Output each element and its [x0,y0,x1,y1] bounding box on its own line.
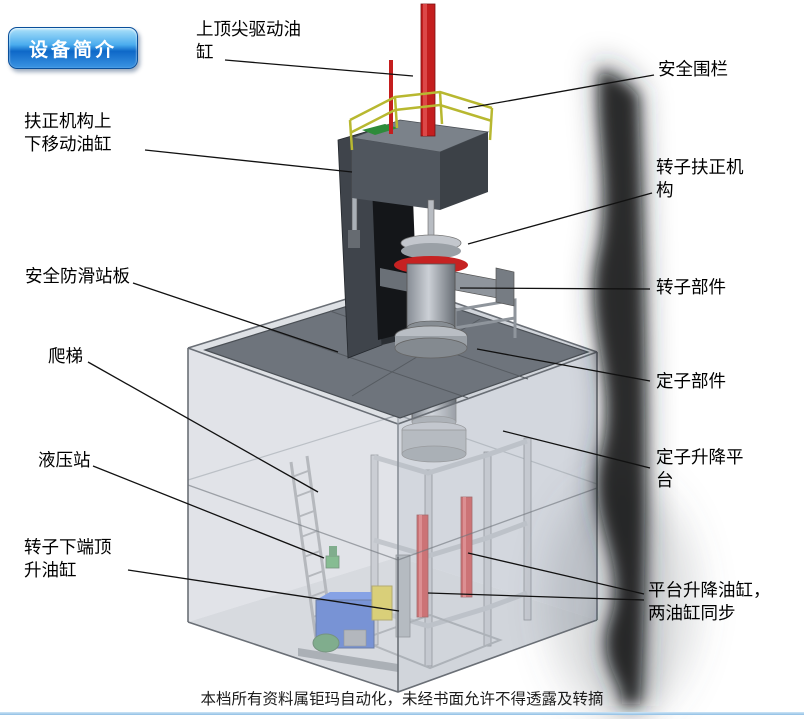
footer-note: 本档所有资料属钜玛自动化，未经书面允许不得透露及转摘 [200,691,604,708]
leader-rotor-part [459,287,651,290]
label-ladder: 爬梯 [48,346,83,366]
label-rotor-part: 转子部件 [656,277,726,297]
leader-upper-tip-cylinder [224,59,414,77]
title-badge: 设备简介 [8,27,138,69]
label-upper-tip-cylinder: 上顶尖驱动油 缸 [196,19,301,62]
rotor-bottom-jack-cylinder [395,554,411,638]
stator-lift-platform-frame [359,437,532,670]
leader-centering-cylinder [144,149,353,173]
label-rotor-centering: 转子扶正机 构 [656,157,744,200]
safety-fence-railing [348,90,494,151]
leader-hydraulic-station [92,465,325,559]
leader-lines [87,59,655,612]
label-safety-fence: 安全围栏 [658,59,728,79]
hydraulic-station [298,546,398,672]
label-hydraulic-station: 液压站 [38,450,91,470]
shadow-smoke [547,58,697,719]
footer-divider [0,712,804,715]
leader-lift-cylinder-1 [467,552,645,595]
leader-ladder [87,361,319,493]
leader-rotor-centering [467,192,653,245]
platform-lift-red-cylinders [416,496,473,618]
label-platform-lift-cylinders: 平台升降油缸， 两油缸同步 [648,580,771,623]
leader-safety-fence [467,74,655,109]
leader-lift-cylinder-2 [427,592,645,601]
leader-antislip-plate [132,282,339,353]
leader-bottom-jack [127,569,400,612]
label-bottom-jack-cylinder: 转子下端顶 升油缸 [24,537,112,580]
label-stator-platform: 定子升降平 台 [656,447,744,490]
leader-stator-platform [502,430,651,469]
label-centering-cylinder: 扶正机构上 下移动油缸 [24,111,112,154]
upper-tip-drive-cylinder [389,3,436,137]
rotor-assembly [380,199,515,359]
head-assembly [350,119,490,210]
label-stator-part: 定子部件 [656,371,726,391]
leader-stator-part [476,348,651,382]
label-antislip-plate: 安全防滑站板 [25,266,130,286]
